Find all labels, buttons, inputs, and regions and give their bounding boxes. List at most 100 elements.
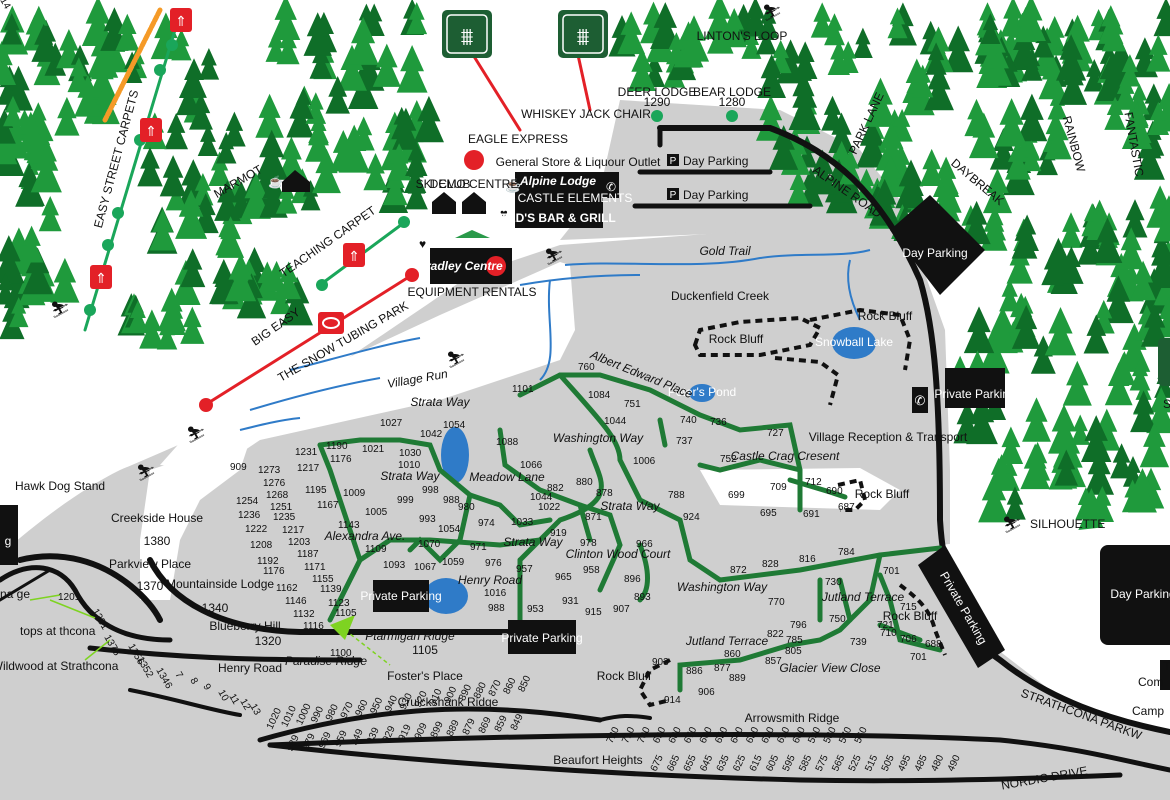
lot-number: 1235 xyxy=(273,512,296,523)
eagle-express-label: EAGLE EXPRESS xyxy=(468,132,568,146)
lot-number: 1088 xyxy=(496,437,519,448)
demo-centre-label: DEMO CENTRE xyxy=(430,177,519,191)
lot-number: 1093 xyxy=(383,560,406,571)
equipment-rentals-label: EQUIPMENT RENTALS xyxy=(408,285,537,299)
edge-t-fragment: T xyxy=(1163,659,1170,673)
skier-icons: ⛷ ⛷ ⛷ ⛷ ⛷ ⛷ ⛷ xyxy=(50,4,1022,534)
blueberry-hill-label: Blueberry Hill xyxy=(209,619,280,633)
parking-p-1: P xyxy=(670,156,677,167)
lot-number: 706 xyxy=(900,634,917,645)
lot-number: 1016 xyxy=(484,588,507,599)
lot-number: 903 xyxy=(652,657,669,668)
svg-text:⛷: ⛷ xyxy=(446,351,466,369)
lot-number: 715 xyxy=(900,602,917,613)
lot-number: 1101 xyxy=(512,384,534,395)
lot-number: 752 xyxy=(720,454,737,465)
lot-number: 958 xyxy=(583,565,600,576)
lot-number: 906 xyxy=(698,687,715,698)
lot-number: 691 xyxy=(803,509,820,520)
lot-number: 822 xyxy=(767,629,784,640)
peters-pond xyxy=(689,384,715,402)
svg-text:⇑: ⇑ xyxy=(348,248,360,264)
svg-text:⛷: ⛷ xyxy=(186,426,206,444)
day-parking-far-label: Day Parking xyxy=(1110,587,1170,601)
wildwood-leader xyxy=(84,639,111,661)
lot-number: 701 xyxy=(883,566,900,577)
lot-number: 1146 xyxy=(285,596,307,607)
lot-number: 1143 xyxy=(338,520,360,531)
heart-icon: ♥ xyxy=(500,206,508,221)
lot-number: 1208 xyxy=(250,540,273,551)
edge-lift-icon xyxy=(1158,338,1170,386)
lift-lines xyxy=(83,7,592,407)
washington-way-low-label: Washington Way xyxy=(677,580,768,594)
deer-lodge-elevation: 1290 xyxy=(644,95,671,109)
lot-number: 978 xyxy=(580,538,597,549)
rock-bluff-3-label: Rock Bluff xyxy=(855,487,910,501)
lot-number: 1044 xyxy=(604,416,627,427)
cruickshank-ridge-label: Cruickshank Ridge xyxy=(398,695,499,709)
lot-number: 931 xyxy=(562,596,579,607)
lot-number: 784 xyxy=(838,547,855,558)
mountainside-lodge-label: Mountainside Lodge xyxy=(166,577,274,591)
lot-number: 727 xyxy=(767,428,784,439)
lot-number: 1190 xyxy=(326,441,348,452)
lot-number: 974 xyxy=(478,518,495,529)
castle-crag-label: Castle Crag Cresent xyxy=(731,449,840,463)
lot-number: 1251 xyxy=(270,502,293,513)
lot-number: 1084 xyxy=(588,390,611,401)
bear-lodge-label: BEAR LODGE xyxy=(693,85,771,99)
alpine-lodge-label: Alpine Lodge xyxy=(519,174,596,188)
lot-number: 1022 xyxy=(538,502,561,513)
glacier-view-label: Glacier View Close xyxy=(779,661,880,675)
private-parking-vertical-box xyxy=(918,545,1005,668)
svg-text:⛷: ⛷ xyxy=(544,248,564,266)
lot-number: 886 xyxy=(686,666,703,677)
lot-number: 7 xyxy=(172,670,185,681)
street-labels: Albert Edward Place Strata Way Strata Wa… xyxy=(209,347,904,767)
strata-way-right-label: Strata Way xyxy=(600,499,660,513)
lot-number: 909 xyxy=(230,462,247,473)
lot-number: 1167 xyxy=(317,500,339,511)
bradley-centre-label: Bradley Centre xyxy=(417,259,503,273)
lot-number: 919 xyxy=(550,528,567,539)
lot-number: 889 xyxy=(729,673,746,684)
strata-way-low-label: Strata Way xyxy=(503,535,563,549)
lot-number: 924 xyxy=(683,512,700,523)
creekside-elevation: 1380 xyxy=(144,534,171,548)
lot-number: 953 xyxy=(527,604,544,615)
lot-number: 1222 xyxy=(245,524,268,535)
lot-number: 699 xyxy=(728,490,745,501)
lot-number: 1059 xyxy=(442,557,465,568)
rock-bluff-5-label: Rock Bluff xyxy=(597,669,652,683)
lot-number: 1176 xyxy=(263,566,285,577)
parkview-place-label: Parkview Place xyxy=(109,557,191,571)
svg-text:⛷: ⛷ xyxy=(762,4,782,22)
lot-number: 796 xyxy=(790,620,807,631)
eagle-lift-icon: ⩩ xyxy=(442,10,492,58)
phone-icon: ✆ xyxy=(915,393,926,408)
lift-towers xyxy=(84,39,738,316)
snowball-lake xyxy=(832,327,876,359)
private-parking-right-box xyxy=(945,368,1005,408)
parking-p-2: P xyxy=(670,190,677,201)
lot-number: 1254 xyxy=(236,496,259,507)
lot-number: 14 xyxy=(0,0,13,12)
left-edge-parking-box xyxy=(0,505,18,565)
lake-strata xyxy=(441,427,469,483)
strata-way-mid-label: Strata Way xyxy=(380,469,440,483)
lot-number: 882 xyxy=(547,483,564,494)
edge-com-fragment: Com xyxy=(1138,675,1163,689)
lot-number: 740 xyxy=(680,415,697,426)
lot-number: 760 xyxy=(578,362,595,373)
lot-number: 1030 xyxy=(399,448,422,459)
rock-bluff-1-label: Rock Bluff xyxy=(709,332,764,346)
lot-number: 1009 xyxy=(343,488,366,499)
lot-number: 872 xyxy=(730,565,747,576)
heart-icon-small: ♥ xyxy=(419,237,426,251)
lift-labels: EAGLE EXPRESS WHISKEY JACK CHAIR LINTON'… xyxy=(468,29,787,146)
creeks xyxy=(239,249,871,431)
lot-number: 988 xyxy=(488,603,505,614)
lot-number: 1116 xyxy=(303,621,324,632)
